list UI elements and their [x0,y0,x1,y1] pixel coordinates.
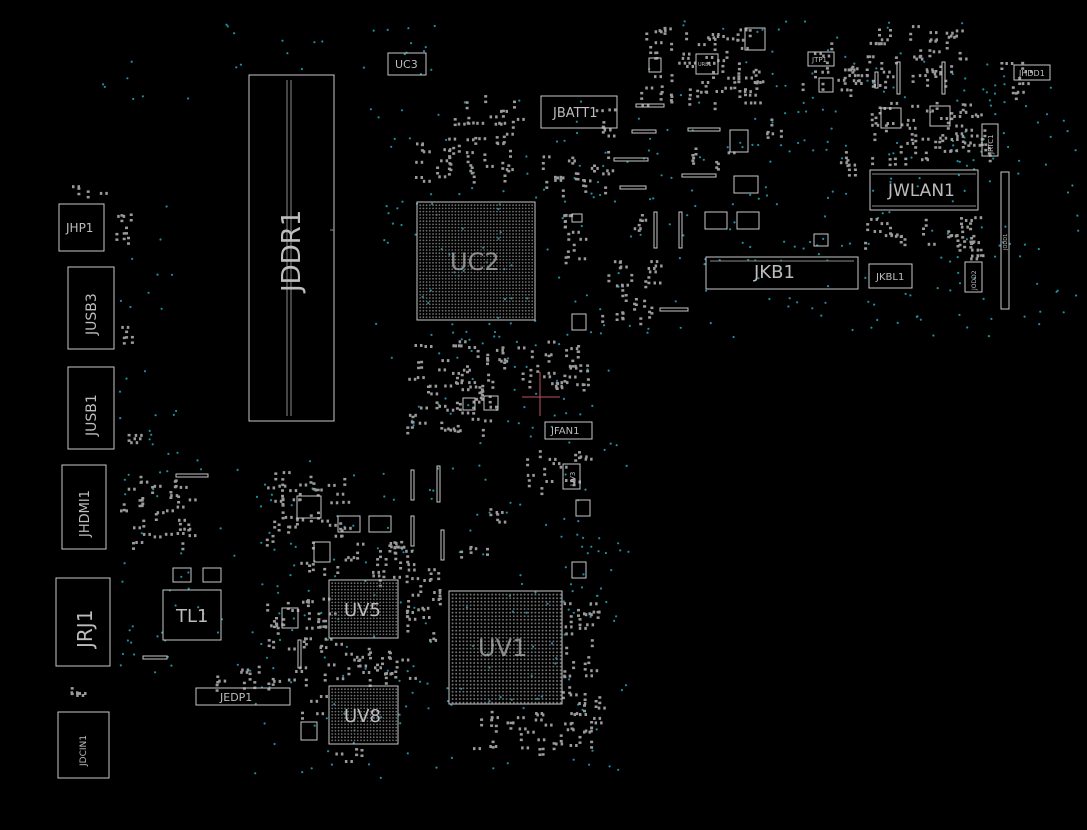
label-jrj1: JRJ1 [73,610,97,650]
component-jfan1[interactable]: JFAN1 [544,421,593,440]
component-tl1[interactable]: TL1 [162,589,222,641]
component-uv1[interactable]: UV1 [448,590,563,705]
component-uc2[interactable]: UC2 [416,201,536,321]
label-jwlan1: JWLAN1 [887,181,955,201]
uc2-ball-grid [419,204,534,319]
small-packages [172,27,951,741]
uv8-ball-grid [331,688,398,742]
component-ur81[interactable]: UR81 [695,53,719,75]
component-jkb1[interactable]: JKB1 [705,256,859,290]
label-uv8: UV8 [344,706,381,727]
label-jodd1: JODD1 [1003,234,1009,251]
passive-components-layer [70,25,1033,763]
label-jkb1: JKB1 [753,262,795,283]
component-jdcin1[interactable]: JDCIN1 [57,711,110,779]
component-jhdd1[interactable]: JHDD1 [1013,64,1051,81]
label-uc3: UC3 [395,58,418,71]
component-jusb1[interactable]: JUSB1 [67,366,115,450]
label-jusb3: JUSB3 [84,293,100,336]
label-jodd2: JODD2 [971,270,978,291]
component-uv3[interactable]: UV3 [562,463,581,490]
label-jkbl1: JKBL1 [875,272,904,283]
component-uc3[interactable]: UC3 [387,52,427,76]
component-jhp1[interactable]: JHP1 [58,203,105,252]
component-jusb3[interactable]: JUSB3 [67,266,115,350]
component-uv5[interactable]: UV5 [328,579,399,639]
uv5-ball-grid [331,582,398,636]
component-jodd1[interactable]: JODD1 [1000,171,1010,310]
component-jwlan1[interactable]: JWLAN1 [869,169,979,211]
component-jkbl1[interactable]: JKBL1 [868,263,913,289]
label-jtp1: JTP1 [811,56,827,64]
label-jedp1: JEDP1 [219,691,252,704]
origin-crosshair [522,372,560,416]
component-uv8[interactable]: UV8 [328,685,399,745]
label-jhdmi1: JHDMI1 [78,490,93,538]
component-jbatt1[interactable]: JBATT1 [540,95,618,129]
label-uv5: UV5 [344,600,381,621]
label-tl1: TL1 [175,606,208,627]
label-jrtc1: JRTC1 [987,134,995,155]
label-uv1: UV1 [478,634,527,662]
label-jdcin1: JDCIN1 [79,735,89,767]
label-jhdd1: JHDD1 [1018,69,1045,78]
component-jrtc1[interactable]: JRTC1 [981,123,999,157]
component-jodd2[interactable]: JODD2 [964,261,983,293]
component-jhdmi1[interactable]: JHDMI1 [61,464,107,550]
label-jddr1: JDDR1 [277,210,307,294]
via-layer [102,20,1080,780]
uv1-ball-grid [451,593,562,704]
label-uv3: UV3 [569,472,577,486]
label-jfan1: JFAN1 [550,426,579,437]
label-jhp1: JHP1 [65,221,93,235]
slim-parts [142,61,946,669]
label-jusb1: JUSB1 [84,394,100,437]
label-jbatt1: JBATT1 [552,106,598,121]
component-jddr1[interactable]: JDDR1 [248,74,335,422]
component-jrj1[interactable]: JRJ1 [55,577,111,667]
label-ur81: UR81 [698,62,712,68]
component-jedp1[interactable]: JEDP1 [195,687,291,706]
component-jtp1[interactable]: JTP1 [807,51,835,67]
label-uc2: UC2 [450,248,500,276]
